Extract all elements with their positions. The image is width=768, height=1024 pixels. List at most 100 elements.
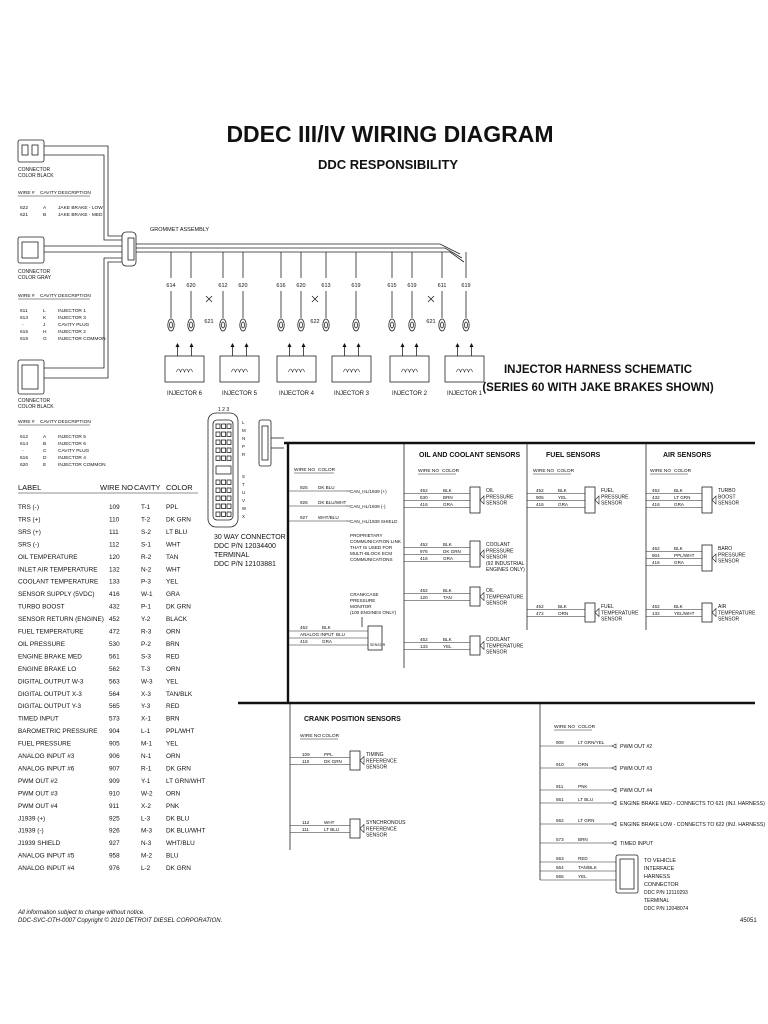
sensor-label: AIR <box>718 604 727 610</box>
wire-color: BLK <box>443 637 453 642</box>
label-cell: J1939 (+) <box>18 815 45 822</box>
description-cell: INJECTOR 6 <box>58 441 86 447</box>
label-cell: ENGINE BRAKE MED <box>18 653 82 660</box>
jake-wire-number: 621 <box>204 319 213 325</box>
wire-color: WHT/BLU <box>318 515 339 520</box>
wire-number: 416 <box>420 556 428 561</box>
label-cell: PWM OUT #3 <box>18 790 58 797</box>
injector-wire-number: 619 <box>461 283 470 289</box>
sensor-label: TEMPERATURE <box>718 610 756 616</box>
sensor-label: REFERENCE <box>366 826 398 832</box>
page-title: DDEC III/IV WIRING DIAGRAM <box>226 121 553 147</box>
color-cell: BRN <box>166 641 180 648</box>
wire-no-cell: 907 <box>109 765 120 772</box>
sensor-label: SENSOR <box>366 765 388 771</box>
color-cell: DK GRN <box>166 865 191 872</box>
label-cell: J1939 (-) <box>18 828 44 835</box>
wire-no-cell: 109 <box>109 504 120 511</box>
wire-color: ORN <box>578 762 588 767</box>
crank-title: CRANK POSITION SENSORS <box>304 716 401 723</box>
wire-no-cell: 909 <box>109 778 120 785</box>
wire-color: PPL <box>324 752 333 757</box>
ecm-pin <box>215 455 221 461</box>
vehicle-label: TERMINAL <box>644 898 670 904</box>
fuel-sensors-title: FUEL SENSORS <box>546 452 601 459</box>
connector-gray: CONNECTOR COLOR GRAY WIRE # CAVITY DESCR… <box>17 236 106 342</box>
ecm-pin <box>215 431 221 437</box>
harness-wire <box>44 257 122 369</box>
wire-color: BLK <box>558 488 568 493</box>
wire-color: BRN <box>578 837 588 842</box>
wire-color: BLK <box>443 588 453 593</box>
injector-terminal-core <box>299 321 303 329</box>
cavity-cell: T-1 <box>141 504 151 511</box>
description-cell: INJECTOR COMMON <box>58 336 106 342</box>
wire-color: GRA <box>443 502 454 507</box>
sensor-label: TEMPERATURE <box>486 643 524 649</box>
injector-terminal-core <box>324 321 328 329</box>
wire-terminal <box>611 821 617 827</box>
connector-face <box>21 241 39 259</box>
injector-coil <box>343 368 360 373</box>
label-cell: TRS (-) <box>18 504 39 511</box>
injector-box <box>276 355 317 383</box>
sensor-label: PRESSURE <box>601 494 629 500</box>
sensor-label: PRESSURE <box>486 548 514 554</box>
can-signal-label: CAN_HL/1939 SHIELD <box>350 519 398 524</box>
label-cell: SENSOR RETURN (ENGINE) <box>18 616 104 623</box>
col-header: COLOR <box>557 468 575 474</box>
color-cell: TAN <box>166 554 179 561</box>
description-cell: CAVITY PLUG <box>58 322 90 328</box>
injector-wire-number: 611 <box>438 283 447 289</box>
color-cell: WHT <box>166 541 181 548</box>
injector-arrow <box>400 343 405 347</box>
wire-no-cell: 906 <box>109 753 120 760</box>
ecm-pin <box>215 447 221 453</box>
injector-arrow <box>230 343 235 347</box>
wire-cell: 621 <box>20 212 28 218</box>
cavity-cell: L-2 <box>141 865 151 872</box>
wire-no-cell: 561 <box>109 653 120 660</box>
crankcase-note: PRESSURE <box>350 598 375 603</box>
sensor-label: PRESSURE <box>486 494 514 500</box>
sensor-symbol <box>479 640 485 651</box>
ecm-pin <box>221 487 226 493</box>
sensor-connector <box>349 818 361 839</box>
wire-cell: 612 <box>20 434 28 440</box>
wire-number: 416 <box>420 502 428 507</box>
wire-number: 472 <box>536 611 544 616</box>
sensor-label: BARO <box>718 546 732 552</box>
wire-number: 452 <box>420 542 428 547</box>
injector-arrow <box>342 343 347 347</box>
col-header: WIRE NO <box>418 468 439 474</box>
wire-cell: - <box>22 449 24 454</box>
wire-no-cell: 110 <box>109 516 120 523</box>
col-header: CAVITY <box>40 293 58 299</box>
connector-label: COLOR BLACK <box>18 404 54 410</box>
cavity-cell: T-3 <box>141 666 151 673</box>
sensor-label: REFERENCE <box>366 758 398 764</box>
ecm-pin <box>221 447 226 453</box>
color-cell: TAN/BLK <box>166 691 193 698</box>
harness-wire <box>44 261 122 379</box>
label-cell: SENSOR SUPPLY (5VDC) <box>18 591 94 598</box>
can-signal-label: CAN_HL/1939 (+) <box>350 489 387 494</box>
wire-color: YEL/WHT <box>674 611 695 616</box>
wire-cell: 613 <box>20 315 28 321</box>
connector-black-top: CONNECTOR COLOR BLACK WIRE # CAVITY DESC… <box>17 139 103 218</box>
sensor-symbol <box>711 607 717 618</box>
wire-number: 452 <box>652 546 660 551</box>
ecm-pin-letter: V <box>242 498 245 503</box>
connector-30way-text: DDC P/N 12103881 <box>214 561 276 568</box>
wire-number: 976 <box>420 549 428 554</box>
cavity-cell: T-2 <box>141 516 151 523</box>
sensor-connector <box>584 486 596 514</box>
